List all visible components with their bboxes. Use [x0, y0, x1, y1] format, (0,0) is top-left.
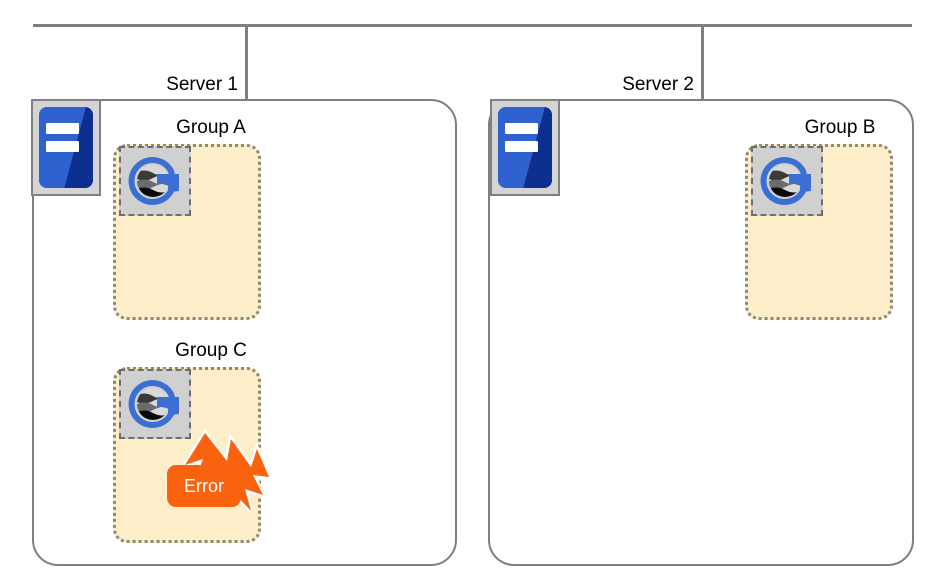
server-container-2[interactable] — [488, 99, 914, 566]
globe-g-icon — [128, 157, 179, 205]
server-machine-icon-1 — [31, 99, 101, 196]
error-badge[interactable]: Error — [167, 465, 241, 507]
instance-icon-group-a[interactable] — [119, 146, 191, 216]
group-label-c: Group C — [175, 340, 247, 361]
server-chassis — [498, 107, 552, 188]
server-machine-icon-2 — [490, 99, 560, 196]
globe-g-icon — [128, 380, 179, 428]
server-slot-bar — [505, 141, 539, 152]
server-chassis — [39, 107, 93, 188]
server-slot-bar — [46, 123, 80, 134]
server-slot-bar — [46, 141, 80, 152]
server-label-1: Server 1 — [166, 74, 238, 95]
group-label-a: Group A — [176, 117, 246, 138]
server-slot-bar — [505, 123, 539, 134]
group-label-b: Group B — [804, 117, 876, 138]
network-bus-horizontal — [33, 24, 912, 27]
server-label-2: Server 2 — [622, 74, 694, 95]
instance-icon-group-c[interactable] — [119, 369, 191, 439]
error-marker[interactable]: Error — [165, 425, 281, 517]
server-container-1[interactable] — [32, 99, 457, 566]
globe-g-icon — [760, 157, 811, 205]
instance-icon-group-b[interactable] — [751, 146, 823, 216]
network-drop-server-1 — [245, 24, 248, 101]
network-drop-server-2 — [701, 24, 704, 101]
